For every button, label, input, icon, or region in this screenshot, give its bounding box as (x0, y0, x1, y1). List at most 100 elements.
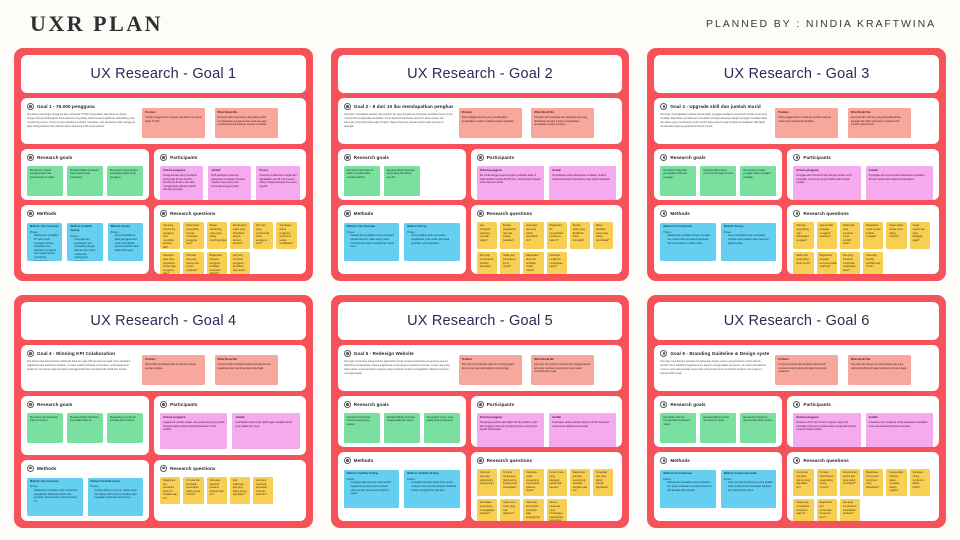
note-research-question[interactable]: Faktor apa yang membuat murid memilih ke… (839, 221, 861, 249)
note-research-question[interactable]: Apa yang mendorong pengguna baru mendaft… (160, 221, 181, 249)
note-research-question[interactable]: Bagaimana persepsi pengguna terhadap kec… (206, 251, 227, 274)
note-research-question[interactable]: Di mana pengunjung paling sering tersesa… (500, 468, 521, 496)
note-research-question[interactable]: Dukungan apa yang paling dibutuhkan ibu? (523, 221, 544, 249)
note-research-question[interactable]: Bagaimana tim mencari komponen yang dibu… (863, 468, 884, 496)
note-method[interactable]: Method: User Interview Proses :Wawancara… (660, 469, 716, 508)
note-research-question[interactable]: Apa hambatan utama ibu memulai usaha? (476, 221, 497, 249)
note-research-question[interactable]: Seberapa penting sertifikat bagi murid? (863, 251, 884, 274)
note-research-question[interactable]: Informasi apa yang paling dicari pengunj… (476, 468, 497, 496)
goal-board[interactable]: UX Research - Goal 2 Goal 2 - 8 dari 10 … (330, 48, 630, 281)
note-method[interactable]: Method: Survey Proses :Survei kuantitati… (720, 222, 777, 261)
note-research-goal[interactable]: Mengetahui kebutuhan dokumentasi design … (740, 413, 777, 443)
note-participant[interactable]: Kriteria pengguna Anggota tim produk, de… (160, 413, 228, 449)
note-what-would-we[interactable]: What Would We Kita perlu tahu skill apa … (847, 108, 911, 138)
note-research-question[interactable]: Apa yang membuat murid tidak melanjutkan… (839, 251, 861, 274)
note-method[interactable]: Method: Survey Proses :Survei singkat un… (404, 222, 460, 261)
note-research-question[interactable]: Fitur apa yang pertama kali dicari pengg… (253, 221, 274, 249)
note-method[interactable]: Method: Usability Testing Proses :Penguj… (404, 469, 460, 508)
note-participant[interactable]: Jumlah 8 partisipan lintas fungsi, dipil… (232, 413, 300, 449)
note-research-question[interactable]: Apa yang membuat tim melewatkan panduan? (839, 498, 861, 521)
note-research-question[interactable]: Bagaimana akses ibu terhadap modal usaha… (523, 251, 544, 274)
note-research-goal[interactable]: Mengidentifikasi hambatan utama pada pro… (66, 166, 103, 196)
note-participant[interactable]: Kriteria pengguna Pengguna baru yang men… (160, 166, 204, 200)
note-research-question[interactable]: Bagaimana alur koordinasi lintas tim ber… (160, 476, 181, 504)
note-participant[interactable]: Jumlah 6 desainer dan 4 engineer untuk w… (865, 413, 933, 447)
note-method[interactable]: Method: User Interview Proses :Wawancara… (660, 222, 716, 261)
note-research-question[interactable]: Komponen apa yang paling sering digunaka… (793, 468, 814, 496)
note-research-goal[interactable]: Mengidentifikasi hambatan komunikasi ant… (66, 413, 103, 443)
note-research-goal[interactable]: Mengidentifikasi sumber inkonsistensi vi… (700, 413, 737, 443)
note-research-question[interactable]: Bagaimana alur permintaan komponen baru? (816, 498, 837, 521)
note-participant[interactable]: Jumlah 6 pengajar dan 6 murid untuk wawa… (865, 166, 933, 200)
note-research-question[interactable]: Dokumentasi seperti apa yang paling memb… (839, 468, 861, 496)
note-research-goal[interactable]: Mengetahui persepsi tim terhadap KPI ber… (106, 413, 143, 443)
note-problem[interactable]: Problem Komponen desain dan identitas vi… (775, 355, 839, 385)
note-research-question[interactable]: Apa yang membuat ibu berhenti berusaha? (476, 251, 497, 274)
note-research-question[interactable]: Konten mana yang dianggap paling tidak r… (546, 468, 567, 496)
note-problem[interactable]: Problem Target KPI yang dibagi lintas ti… (142, 355, 206, 385)
note-research-question[interactable]: Seberapa mudah ibu menjangkau pasar? (546, 251, 567, 274)
note-what-would-we[interactable]: What Would We Kita perlu tahu kanal mana… (214, 108, 278, 138)
note-research-question[interactable]: Bagaimana ibu memasarkan produknya saat … (546, 221, 567, 249)
note-research-question[interactable]: Siapa yang mendukung ibu di rumah? (500, 251, 521, 274)
note-participant[interactable]: Kriteria pengguna Pengajar aktif minimal… (793, 166, 861, 200)
note-participant[interactable]: Kriteria pengguna Desainer UI/UX dan fro… (793, 413, 861, 447)
note-research-question[interactable]: Seberapa sering komponen dibuat ulang? (909, 468, 930, 496)
note-research-question[interactable]: Seberapa penting fitur pencarian bagi pe… (523, 498, 544, 521)
note-research-goal[interactable]: Mengetahui konten yang paling dicari pen… (423, 413, 460, 443)
note-problem[interactable]: Problem Jumlah pengguna baru stagnan dan… (142, 108, 206, 138)
note-research-question[interactable]: Apa kendala pengajar mengikuti pelatihan… (816, 221, 837, 249)
note-research-question[interactable]: Alat kolaborasi apa yang paling sering d… (229, 476, 251, 504)
note-research-question[interactable]: Bagaimana pengajar mempromosikan kelasny… (816, 251, 837, 274)
note-research-question[interactable]: Apa alasan utama pengguna berhenti di te… (276, 221, 297, 249)
note-research-question[interactable]: Materi pelatihan mana yang paling berman… (593, 221, 614, 249)
note-research-question[interactable]: Apa yang membuat pengguna kembali di har… (229, 251, 251, 274)
note-research-question[interactable]: Harga seperti apa yang dianggap wajar? (909, 221, 930, 249)
note-research-goal[interactable]: Mengetahui kendala pengajar dalam mengik… (740, 166, 777, 196)
note-what-would-we[interactable]: What Would We Kita perlu tahu hambatan k… (214, 355, 278, 385)
note-participant[interactable]: Jumlah 8-10 partisipan untuk sesi wawanc… (208, 166, 252, 200)
note-research-question[interactable]: Seberapa jelas value proposition produk … (160, 251, 181, 274)
note-research-goal[interactable]: Memahami kebutuhan peningkatan skill par… (660, 166, 697, 196)
note-research-question[interactable]: Berapa penghasilan rata-rata setelah pel… (500, 221, 521, 249)
note-research-goal[interactable]: Mengetahui kanal akuisisi yang paling ef… (106, 166, 143, 196)
note-problem[interactable]: Problem Baru sebagian kecil ibu yang men… (458, 108, 522, 138)
goal-board[interactable]: UX Research - Goal 4 Goal 4 - Winning KP… (14, 295, 313, 528)
note-research-goal[interactable]: Mengidentifikasi faktor murid memilih ke… (700, 166, 737, 196)
note-participant[interactable]: Proses Screening melalui form singkat la… (256, 166, 300, 200)
note-research-question[interactable]: Bagaimana persepsi pengunjung terhadap t… (569, 468, 590, 496)
note-research-question[interactable]: Perangkat apa yang paling banyak digunak… (593, 468, 614, 496)
note-method[interactable]: Method: Component Audit Proses :Audit me… (720, 469, 777, 508)
note-research-goal[interactable]: Mengidentifikasi dukungan yang paling di… (383, 166, 420, 196)
note-research-goal[interactable]: Memahami kebutuhan informasi pengunjung … (343, 413, 380, 443)
goal-board[interactable]: UX Research - Goal 6 Goal 6 - Branding G… (647, 295, 946, 528)
note-research-goal[interactable]: Memahami cara tim menggunakan komponen d… (660, 413, 697, 443)
note-method[interactable]: Method: Survey Proses :Survei kuantitati… (107, 222, 144, 261)
note-research-goal[interactable]: Memahami alur koordinasi lintas tim saat… (27, 413, 63, 443)
note-research-question[interactable]: Materi apa yang paling dicari murid? (793, 251, 814, 274)
note-research-question[interactable]: Berapa waktu yang dimiliki ibu untuk ber… (569, 221, 590, 249)
note-method[interactable]: Method: Usability Testing Proses :Penguj… (343, 469, 400, 508)
note-method[interactable]: Method: Usability Testing Proses :Penguj… (67, 222, 103, 261)
note-participant[interactable]: Jumlah 10 partisipan untuk wawancara men… (549, 166, 617, 200)
note-research-question[interactable]: Apa kendala terbesar dalam memakai desig… (886, 468, 907, 496)
goal-board[interactable]: UX Research - Goal 3 Goal 3 - Upgrade sk… (647, 48, 946, 281)
note-research-question[interactable]: Elemen visual apa yang membangun keperca… (546, 498, 567, 521)
goal-board[interactable]: UX Research - Goal 1 Goal 1 - 75.000 pen… (14, 48, 313, 281)
note-method[interactable]: Method: User Interview Proses :Wawancara… (27, 222, 63, 261)
note-research-question[interactable]: Bagian onboarding mana yang paling membi… (206, 221, 227, 249)
note-what-would-we[interactable]: What Would We Kita perlu tahu hambatan d… (531, 108, 595, 138)
note-participant[interactable]: Kriteria pengguna Pengunjung website akt… (476, 413, 545, 447)
note-research-goal[interactable]: Memahami hambatan ibu dalam memulai usah… (343, 166, 380, 196)
note-research-goal[interactable]: Memahami motivasi pengguna baru saat per… (27, 166, 63, 196)
note-research-question[interactable]: Berapa lama waktu yang dibutuhkan sampai… (229, 221, 251, 249)
note-research-question[interactable]: Di mana inkonsistensi visual paling seri… (816, 468, 837, 496)
note-research-question[interactable]: Seberapa cepat pengunjung menemukan hala… (523, 468, 544, 496)
note-research-goal[interactable]: Mengidentifikasi hambatan navigasi pada … (383, 413, 420, 443)
note-participant[interactable]: Jumlah 8 partisipan untuk usability test… (549, 413, 617, 447)
note-research-question[interactable]: Skill apa yang paling ingin ditingkatkan… (793, 221, 814, 249)
note-research-question[interactable]: Siapa yang memelihara komponen saat ini? (793, 498, 814, 521)
note-research-question[interactable]: Informasi apa yang kurang saat proses re… (183, 251, 204, 274)
note-method[interactable]: Method: User Interview Proses :Wawancara… (27, 477, 83, 516)
note-research-question[interactable]: Di mana titik hambatan komunikasi paling… (183, 476, 204, 504)
